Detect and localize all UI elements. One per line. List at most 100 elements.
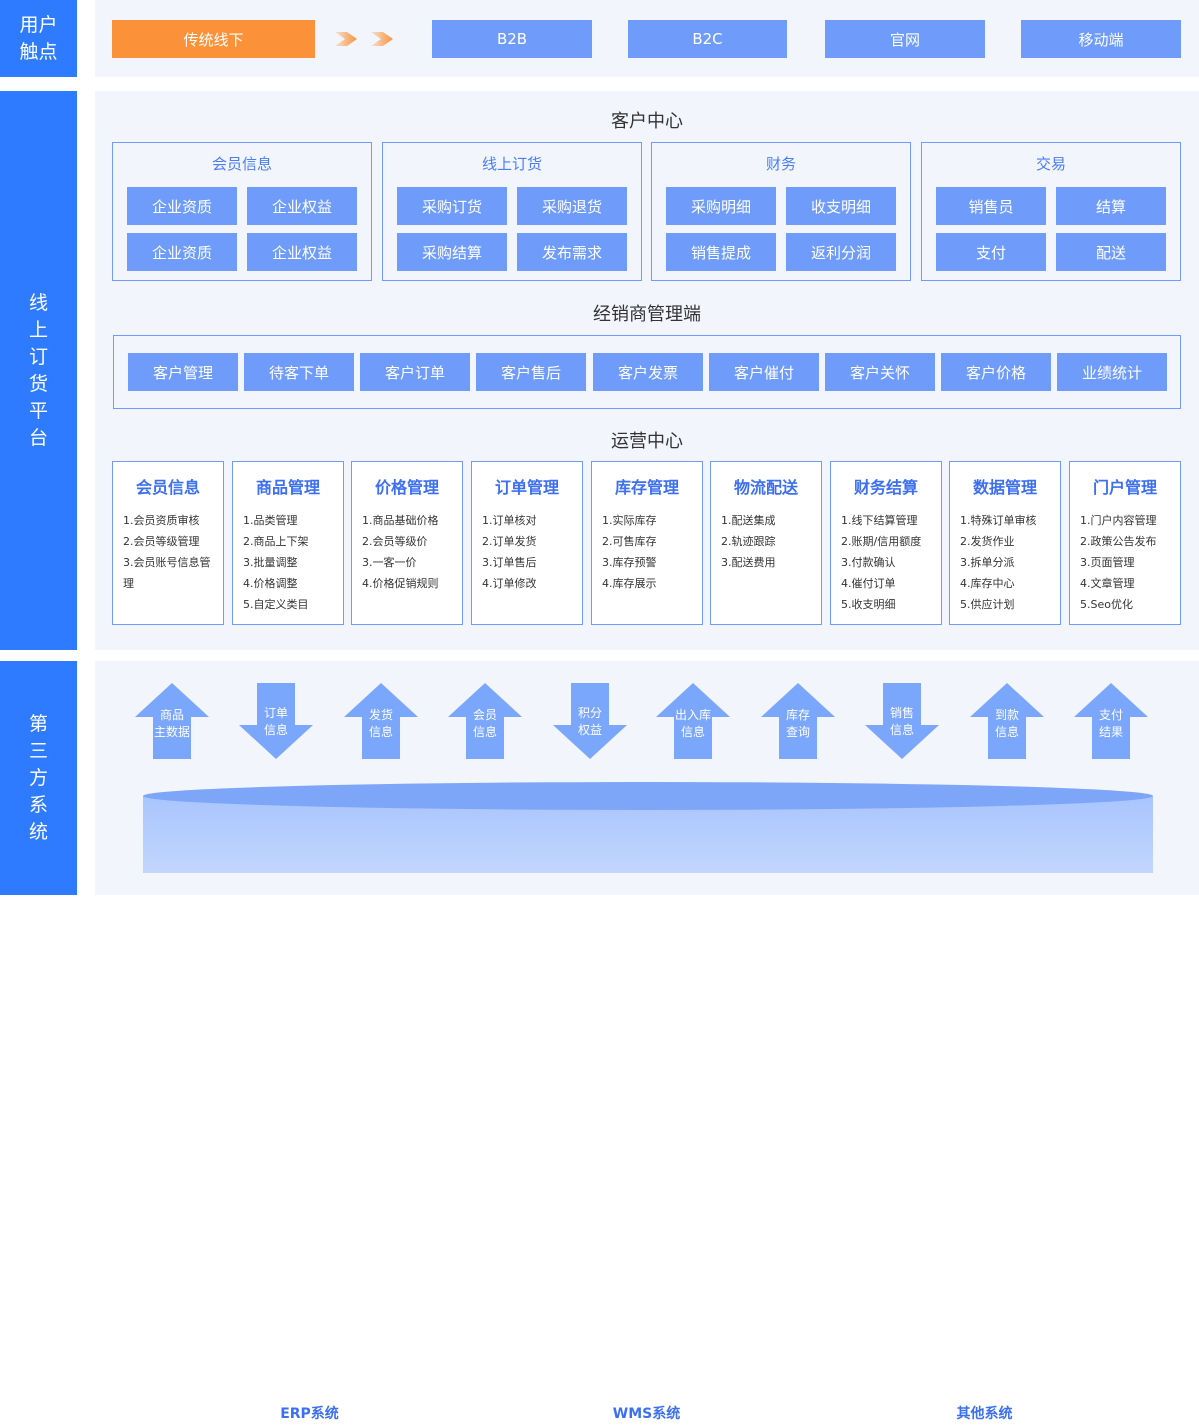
ops-item: 1.品类管理 <box>243 514 298 527</box>
cc-item: 收支明细 <box>786 187 896 225</box>
flow-label: 支付 结果 <box>1098 708 1123 739</box>
dealer-item: 客户催付 <box>709 353 819 391</box>
ops-module-settlement: 财务结算 1.线下结算管理 2.账期/信用额度 3.付款确认 4.催付订单 5.… <box>830 461 942 625</box>
flow-label: 商品 主数据 <box>153 708 190 739</box>
cc-item: 采购订货 <box>397 187 507 225</box>
ops-module-title: 订单管理 <box>494 478 559 497</box>
ops-item: 2.轨迹跟踪 <box>721 535 776 548</box>
ops-item: 2.发货作业 <box>960 535 1015 548</box>
dealer-item: 待客下单 <box>244 353 354 391</box>
system-other: 其他系统 <box>924 1398 1045 1428</box>
ops-item: 2.账期/信用额度 <box>841 535 922 548</box>
ops-module-title: 财务结算 <box>853 478 918 497</box>
ops-item: 1.订单核对 <box>482 514 537 527</box>
arrow-down-icon: 积分 权益 <box>553 683 627 759</box>
ops-item: 2.会员等级价 <box>362 535 428 548</box>
flow-label: 积分 权益 <box>577 706 602 737</box>
ops-item: 3.订单售后 <box>482 556 537 569</box>
ops-item: 3.付款确认 <box>841 556 896 569</box>
ops-module-title: 商品管理 <box>255 478 320 497</box>
cc-group-finance: 财务 采购明细 收支明细 销售提成 返利分润 <box>651 142 911 281</box>
ops-item: 3.会员账号信息管理 <box>123 556 211 590</box>
flow-label: 销售 信息 <box>889 706 914 737</box>
cc-item: 企业资质 <box>127 187 237 225</box>
ops-module-inventory: 库存管理 1.实际库存 2.可售库存 3.库存预警 4.库存展示 <box>591 461 703 625</box>
ops-item: 1.配送集成 <box>721 514 776 527</box>
cc-group-title: 交易 <box>1035 155 1066 173</box>
channel-official-site: 官网 <box>825 20 985 58</box>
ops-item: 2.会员等级管理 <box>123 535 200 548</box>
ops-item: 4.价格调整 <box>243 577 298 590</box>
third-party-panel: 商品 主数据订单 信息发货 信息会员 信息积分 权益出入库 信息库存 查询销售 … <box>95 661 1199 1428</box>
dealer-center-box: 客户管理 待客下单 客户订单 客户售后 客户发票 客户催付 客户关怀 客户价格 … <box>113 335 1181 409</box>
touchpoints-panel: 传统线下 B2B B2C 官网 移动端 <box>95 0 1199 77</box>
ops-module-data: 数据管理 1.特殊订单审核 2.发货作业 3.拆单分派 4.库存中心 5.供应计… <box>949 461 1061 625</box>
ops-module-title: 会员信息 <box>135 478 200 497</box>
dealer-item: 客户关怀 <box>825 353 935 391</box>
cc-item: 采购明细 <box>666 187 776 225</box>
platform-side-label: 线 上 订 货 平 台 <box>0 91 77 650</box>
ops-module-member: 会员信息 1.会员资质审核 2.会员等级管理 3.会员账号信息管理 <box>112 461 224 625</box>
channel-arrows <box>335 27 401 55</box>
touchpoints-side-label: 用户 触点 <box>0 0 77 77</box>
ops-module-title: 物流配送 <box>733 478 798 497</box>
flow-label: 库存 查询 <box>785 708 810 739</box>
flow-label: 订单 信息 <box>263 706 288 737</box>
ops-item: 1.会员资质审核 <box>123 514 200 527</box>
dealer-item: 客户订单 <box>360 353 470 391</box>
arrow-up-icon: 发货 信息 <box>344 683 418 759</box>
cc-group-transaction: 交易 销售员 结算 支付 配送 <box>921 142 1181 281</box>
ops-module-title: 库存管理 <box>614 478 679 497</box>
cc-item: 销售提成 <box>666 233 776 271</box>
ops-item: 3.页面管理 <box>1080 556 1135 569</box>
cc-item: 支付 <box>936 233 1046 271</box>
cc-group-online-ordering: 线上订货 采购订货 采购退货 采购结算 发布需求 <box>382 142 642 281</box>
cc-item: 采购结算 <box>397 233 507 271</box>
ops-module-title: 数据管理 <box>972 478 1037 497</box>
ops-item: 2.订单发货 <box>482 535 537 548</box>
cc-item: 发布需求 <box>517 233 627 271</box>
ops-item: 1.线下结算管理 <box>841 514 918 527</box>
ops-module-logistics: 物流配送 1.配送集成 2.轨迹跟踪 3.配送费用 <box>710 461 822 625</box>
arrow-up-icon: 会员 信息 <box>448 683 522 759</box>
cc-item: 配送 <box>1056 233 1166 271</box>
ops-module-order: 订单管理 1.订单核对 2.订单发货 3.订单售后 4.订单修改 <box>471 461 583 625</box>
ops-item: 3.批量调整 <box>243 556 298 569</box>
channel-mobile: 移动端 <box>1021 20 1181 58</box>
ops-item: 2.商品上下架 <box>243 535 309 548</box>
ops-item: 3.配送费用 <box>721 556 776 569</box>
cc-group-title: 财务 <box>765 155 796 173</box>
cc-item: 企业权益 <box>247 233 357 271</box>
channel-b2c: B2C <box>628 20 787 58</box>
cc-item: 销售员 <box>936 187 1046 225</box>
cc-group-title: 线上订货 <box>481 155 542 173</box>
third-party-side-label: 第 三 方 系 统 <box>0 661 77 895</box>
cc-group-title: 会员信息 <box>211 155 272 173</box>
flow-label: 发货 信息 <box>368 708 393 739</box>
cc-group-member: 会员信息 企业资质 企业权益 企业资质 企业权益 <box>112 142 372 281</box>
ops-module-portal: 门户管理 1.门户内容管理 2.政策公告发布 3.页面管理 4.文章管理 5.S… <box>1069 461 1181 625</box>
ops-item: 1.商品基础价格 <box>362 514 439 527</box>
ops-item: 1.特殊订单审核 <box>960 514 1037 527</box>
flow-label: 到款 信息 <box>994 708 1019 739</box>
ops-item: 1.实际库存 <box>602 514 657 527</box>
dealer-item: 客户管理 <box>128 353 238 391</box>
dealer-item: 业绩统计 <box>1057 353 1167 391</box>
platform-panel: 客户中心 会员信息 企业资质 企业权益 企业资质 企业权益 线上订货 采购订货 … <box>95 91 1199 650</box>
dealer-item: 客户价格 <box>941 353 1051 391</box>
cc-item: 返利分润 <box>786 233 896 271</box>
arrow-up-icon: 支付 结果 <box>1074 683 1148 759</box>
arrow-down-icon: 销售 信息 <box>865 683 939 759</box>
ops-module-title: 门户管理 <box>1092 478 1157 497</box>
channel-b2b: B2B <box>432 20 592 58</box>
arrow-down-icon: 订单 信息 <box>239 683 313 759</box>
ops-item: 5.自定义类目 <box>243 598 309 611</box>
ops-item: 4.文章管理 <box>1080 577 1135 590</box>
system-erp: ERP系统 <box>249 1398 370 1428</box>
arrow-up-icon: 到款 信息 <box>970 683 1044 759</box>
arrow-up-icon: 库存 查询 <box>761 683 835 759</box>
ops-item: 4.催付订单 <box>841 577 896 590</box>
ops-item: 3.拆单分派 <box>960 556 1015 569</box>
offline-channel: 传统线下 <box>112 20 315 58</box>
cc-item: 结算 <box>1056 187 1166 225</box>
